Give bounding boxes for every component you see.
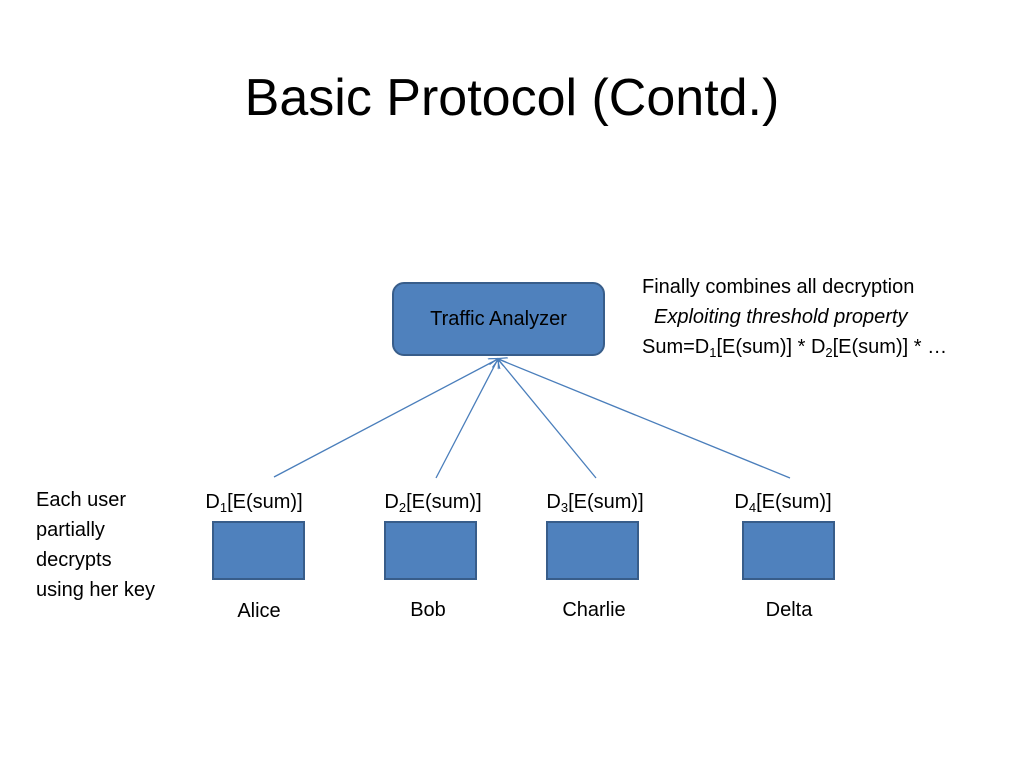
d-expression: [E(sum)]	[568, 491, 644, 513]
combine-note-formula: Sum=D1[E(sum)] * D2[E(sum)] * …	[642, 332, 947, 362]
d-expression: [E(sum)]	[406, 491, 482, 513]
user-decrypt-note: Each user partially decrypts using her k…	[36, 485, 155, 605]
partial-decryption-label-alice: D1[E(sum)]	[205, 489, 302, 515]
user-box-bob	[384, 521, 477, 580]
user-decrypt-note-line: partially	[36, 519, 105, 541]
arrow-alice	[273, 359, 498, 478]
user-name-alice: Alice	[237, 600, 281, 622]
slide-title: Basic Protocol (Contd.)	[244, 69, 780, 127]
arrow-charlie	[498, 359, 597, 479]
combine-note-line2: Exploiting threshold property	[654, 306, 908, 328]
user-decrypt-note-line: using her key	[36, 579, 155, 601]
arrow-bob	[435, 359, 498, 479]
partial-decryption-label-delta: D4[E(sum)]	[734, 489, 831, 515]
user-name-delta: Delta	[765, 599, 813, 621]
user-decrypt-note-line: Each user	[36, 489, 127, 511]
d-expression: [E(sum)]	[227, 491, 303, 513]
traffic-analyzer-label: Traffic Analyzer	[430, 307, 567, 330]
formula-prefix: Sum=D	[642, 336, 710, 358]
user-box-alice	[212, 521, 305, 580]
d-symbol: D	[546, 491, 561, 513]
formula-mid: [E(sum)] * D	[716, 336, 826, 358]
combine-note-line1: Finally combines all decryption	[642, 276, 915, 298]
d-subscript: 3	[560, 500, 569, 515]
partial-decryption-label-bob: D2[E(sum)]	[384, 489, 481, 515]
d-subscript: 1	[219, 500, 228, 515]
formula-sub1: 1	[709, 345, 717, 360]
user-name-bob: Bob	[410, 599, 446, 621]
d-subscript: 2	[398, 500, 407, 515]
arrow-delta	[498, 359, 791, 479]
d-subscript: 4	[748, 500, 757, 515]
d-symbol: D	[205, 491, 220, 513]
traffic-analyzer-box: Traffic Analyzer	[392, 282, 605, 356]
d-symbol: D	[384, 491, 399, 513]
d-expression: [E(sum)]	[756, 491, 832, 513]
partial-decryption-label-charlie: D3[E(sum)]	[546, 489, 643, 515]
user-box-charlie	[546, 521, 639, 580]
formula-sub2: 2	[825, 345, 833, 360]
combine-note: Finally combines all decryption Exploiti…	[642, 272, 947, 362]
user-box-delta	[742, 521, 835, 580]
formula-suffix: [E(sum)] * …	[832, 336, 948, 358]
d-symbol: D	[734, 491, 749, 513]
user-decrypt-note-line: decrypts	[36, 549, 112, 571]
user-name-charlie: Charlie	[562, 599, 626, 621]
